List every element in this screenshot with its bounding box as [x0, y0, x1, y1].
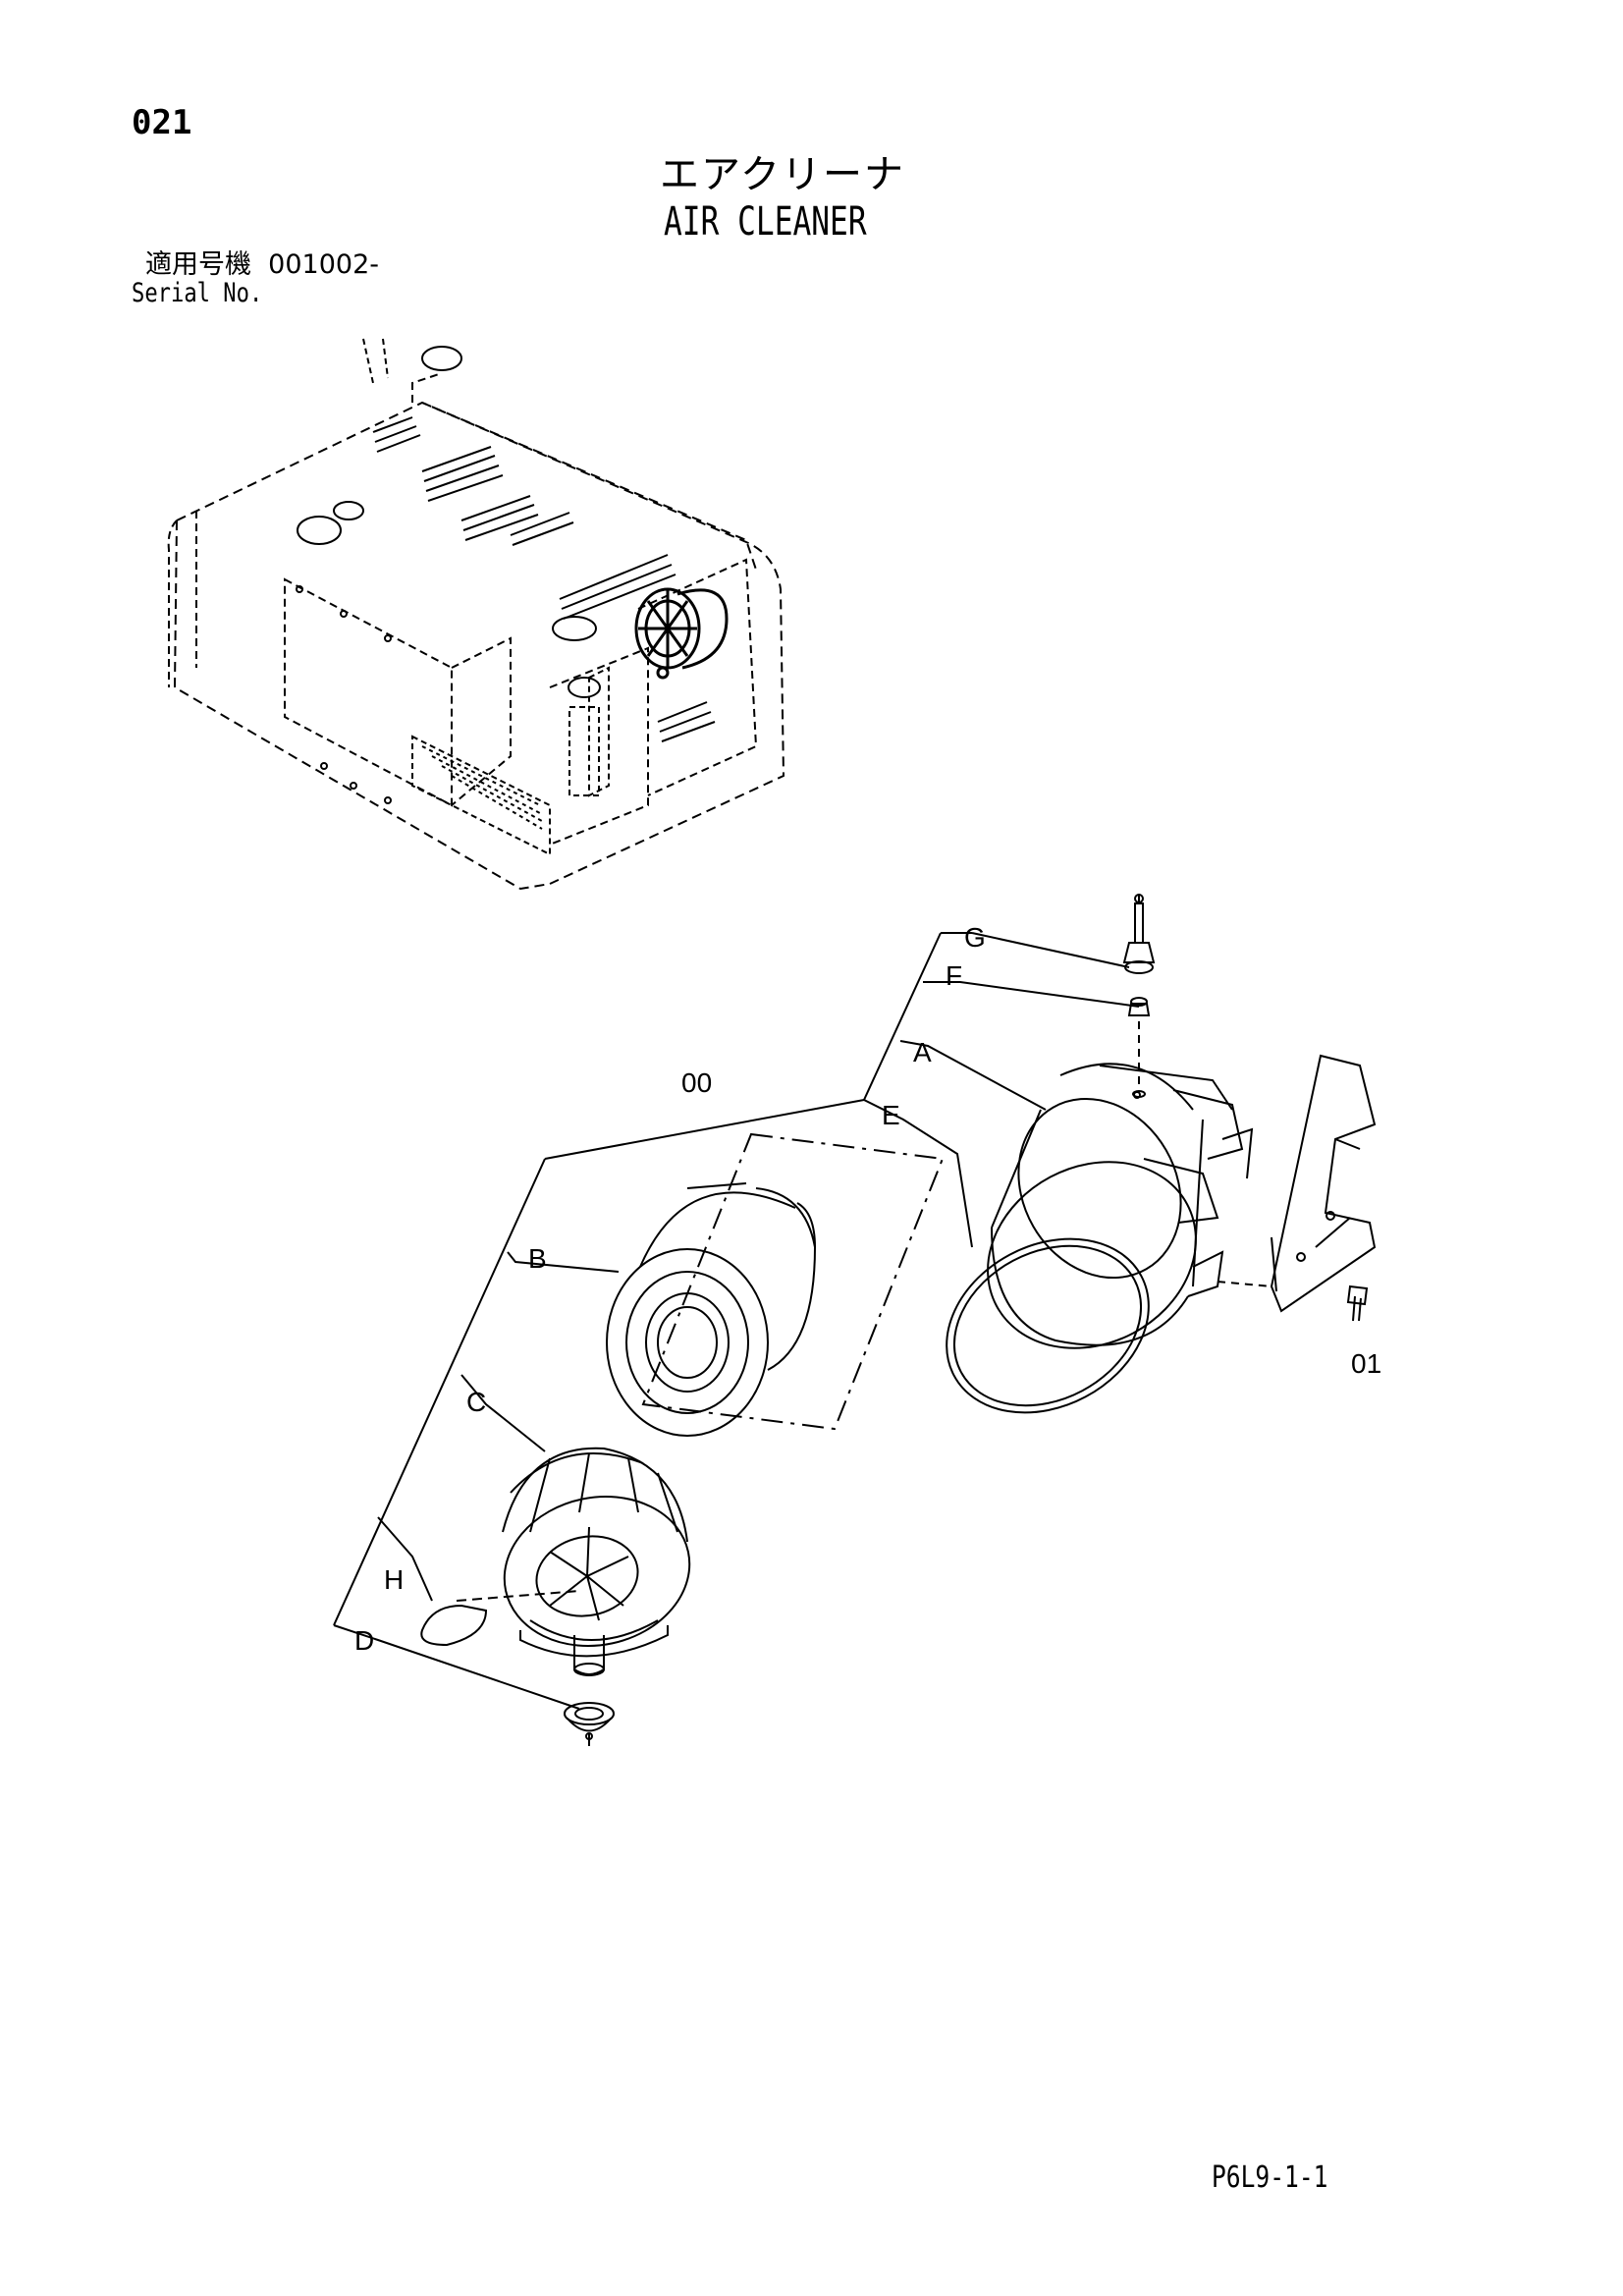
part-filter-element: [606, 1182, 817, 1437]
serial-number-line: 適用号機 001002-: [145, 251, 379, 278]
part-restriction-indicator: [1122, 894, 1156, 974]
footer-drawing-code: P6L9-1-1: [1212, 2160, 1328, 2195]
part-dust-valve: [564, 1702, 615, 1746]
part-evacuator-flap: [420, 1590, 580, 1647]
callout-bolt: 01: [1351, 1348, 1381, 1379]
callout-h: H: [384, 1564, 404, 1595]
machine-overview-drawing: [167, 338, 785, 891]
callout-c: C: [466, 1387, 486, 1417]
part-air-cleaner-housing: [987, 1063, 1254, 1349]
serial-label-japanese: 適用号機: [145, 249, 251, 280]
part-mounting-bracket: [1217, 1054, 1377, 1313]
part-filter-element-outline: [641, 1132, 945, 1431]
part-cleaner-cover: [502, 1447, 691, 1676]
serial-label-english: Serial No.: [132, 278, 263, 308]
callout-assembly: 00: [681, 1067, 712, 1098]
callout-d: D: [354, 1625, 374, 1656]
serial-range: 001002-: [268, 249, 379, 280]
callout-f: F: [946, 960, 962, 991]
part-adapter-fitting: [1127, 997, 1151, 1016]
page-title-japanese: エアクリーナ: [660, 152, 905, 197]
callout-b: B: [528, 1243, 547, 1274]
page-number: 021: [132, 103, 192, 142]
part-seal-ring: [946, 1237, 1150, 1414]
callout-g: G: [964, 922, 986, 953]
callout-e: E: [882, 1100, 900, 1130]
callout-a: A: [913, 1037, 932, 1067]
leader-lines: [333, 932, 1140, 1710]
part-mounting-bolt: [1346, 1285, 1369, 1322]
page-title-english: AIR CLEANER: [664, 199, 867, 245]
